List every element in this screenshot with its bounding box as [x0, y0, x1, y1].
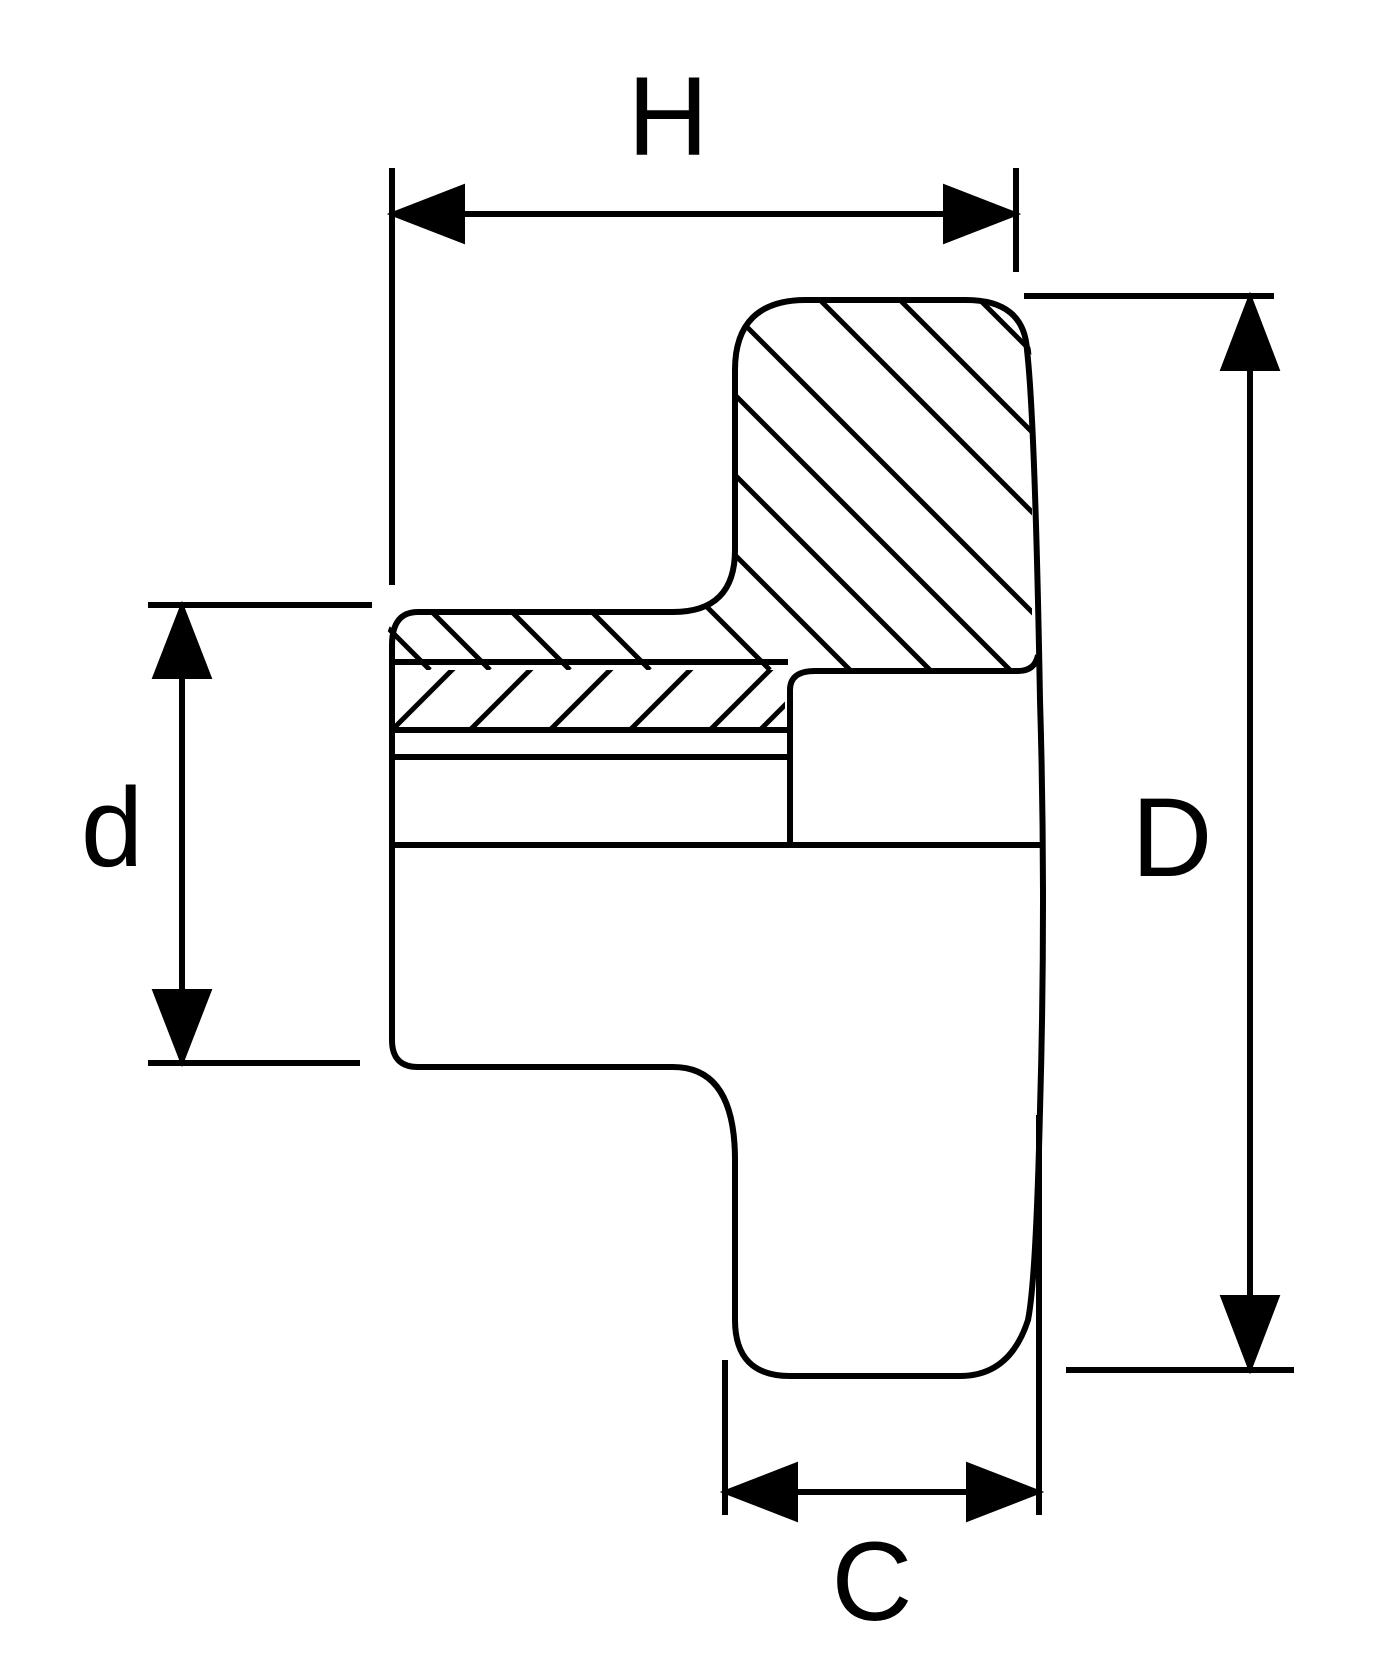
C-arrow-right: [966, 1461, 1045, 1523]
dimension-H: [386, 168, 1022, 585]
d-arrow-bottom: [151, 989, 213, 1068]
bore-step: [787, 654, 1041, 691]
D-label: D: [1132, 775, 1213, 900]
C-arrow-left: [719, 1461, 798, 1523]
H-label: H: [628, 54, 709, 179]
D-arrow-bottom: [1219, 1295, 1281, 1375]
H-arrow-left: [386, 183, 465, 245]
C-label: C: [832, 1519, 913, 1644]
dimension-d: [148, 600, 372, 1068]
H-arrow-right: [943, 183, 1022, 245]
d-label: d: [81, 765, 143, 890]
dimension-D: [1024, 291, 1294, 1375]
d-arrow-top: [151, 600, 213, 679]
insert-section-hatching: [392, 670, 785, 730]
knob-outline: [389, 297, 1046, 1379]
knob-body: [389, 297, 1046, 1379]
D-arrow-top: [1219, 291, 1281, 371]
dimension-C: [719, 1115, 1045, 1523]
